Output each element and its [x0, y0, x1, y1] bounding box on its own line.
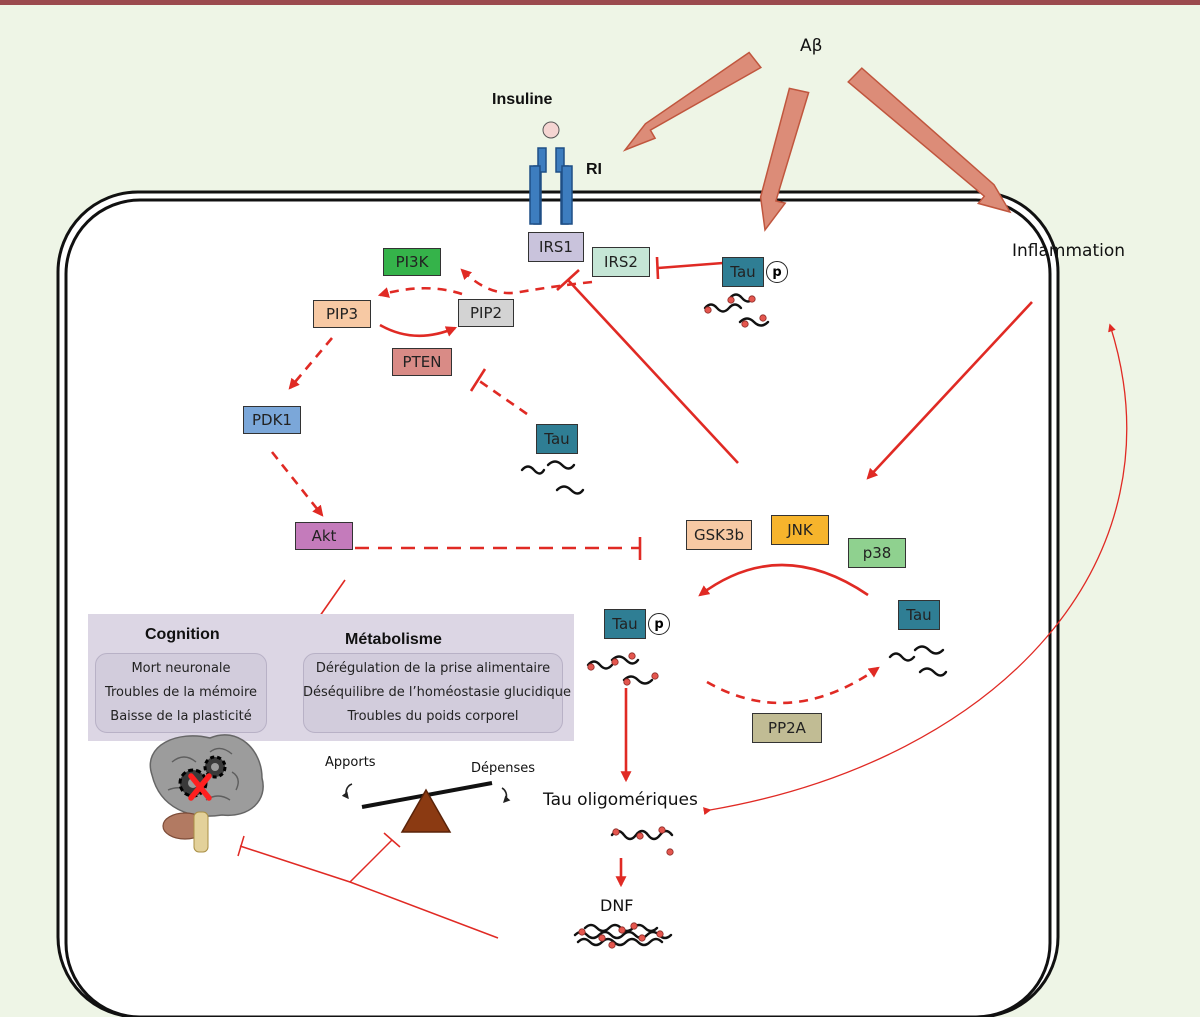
cognition-item: Mort neuronale — [131, 661, 231, 676]
tau-mid-node: Tau — [536, 424, 578, 454]
cognition-inhibition-bar — [237, 835, 245, 857]
phospho-circle-icon: p — [766, 261, 788, 283]
tau-strand — [622, 675, 654, 685]
tau-irs2-bar — [655, 256, 660, 280]
p38-node: p38 — [848, 538, 906, 568]
receptor-label: RI — [586, 161, 602, 178]
pten-node: PTEN — [392, 348, 452, 376]
abeta-to-tau-arrow — [759, 87, 810, 232]
abeta-to-receptor-arrow — [622, 51, 763, 152]
oligomers-inflammation-loop — [703, 323, 1128, 816]
inflammation-label: Inflammation — [1012, 241, 1126, 261]
cognition-title: Cognition — [145, 626, 220, 643]
dnf-strand — [573, 930, 673, 940]
pip2-node: PIP2 — [458, 299, 514, 327]
pdk1-to-akt-arrow — [270, 451, 324, 517]
pip2-to-pip3-arrow — [377, 286, 463, 298]
pdk1-node: PDK1 — [243, 406, 301, 434]
tau-strand — [546, 460, 576, 470]
jnk-node: JNK — [771, 515, 829, 545]
tau-oligomer-strand — [610, 829, 674, 841]
top-rule — [0, 0, 1200, 5]
tau-pten-bar — [469, 368, 487, 392]
tau-inhibits-irs2 — [657, 261, 724, 270]
pip3-node: PIP3 — [313, 300, 371, 328]
kinases-irs1-bar — [556, 269, 580, 291]
insulin-receptor — [529, 121, 573, 225]
tau-p-top-node: Tau — [722, 257, 764, 287]
insuline-label: Insuline — [492, 91, 553, 108]
tau-right-node: Tau — [898, 600, 940, 630]
abeta-arrows — [622, 51, 1012, 232]
metabolisme-title: Métabolisme — [345, 631, 442, 648]
akt-node: Akt — [295, 522, 353, 550]
metabolisme-list — [303, 653, 563, 733]
abeta-to-inflammation-arrow — [847, 67, 1012, 214]
pathway-arrows — [237, 256, 1128, 939]
pip3-to-pdk1-arrow — [288, 337, 333, 390]
balance-icon — [341, 781, 511, 833]
brain-icon — [149, 734, 264, 853]
pip3-to-pip2-arrow — [379, 323, 458, 338]
dnf-strand — [576, 937, 664, 947]
metabolisme-item: Dérégulation de la prise alimentaire — [315, 661, 551, 676]
depenses-label: Dépenses — [471, 761, 536, 776]
tau-p-left-node: Tau — [604, 609, 646, 639]
pi3k-node: PI3K — [383, 248, 441, 276]
tau-strand — [738, 317, 770, 327]
insulin-molecule — [542, 121, 560, 139]
phosphate-dots — [578, 295, 767, 949]
phospho-circle-icon: p — [648, 613, 670, 635]
metabolisme-item: Troubles du poids corporel — [347, 709, 519, 724]
tau-strand — [703, 303, 743, 313]
dnf-label: DNF — [600, 896, 634, 915]
irs1-node: IRS1 — [528, 232, 584, 262]
balance-inhibition-bar — [383, 832, 401, 848]
gsk3b-node: GSK3b — [686, 520, 752, 550]
pp2a-node: PP2A — [752, 713, 822, 743]
tau-strand — [913, 645, 945, 655]
red-cross-icon — [188, 773, 212, 801]
irs2-node: IRS2 — [592, 247, 650, 277]
metabolisme-item: Déséquilibre de l’homéostasie glucidique — [303, 685, 572, 700]
tau-strand — [610, 655, 640, 665]
abeta-label: Aβ — [800, 36, 823, 56]
dnf-inhibits-balance — [349, 839, 393, 883]
cognition-item: Troubles de la mémoire — [104, 685, 258, 700]
tau-strand — [888, 652, 916, 662]
tau-strand — [586, 660, 614, 670]
tau-strand — [520, 465, 546, 475]
irs-to-pi3k-arrow — [460, 268, 593, 295]
tau-strand — [555, 485, 585, 495]
tau-oligomeriques-label: Tau oligomériques — [543, 790, 698, 810]
tau-strand — [918, 667, 948, 677]
cognition-list — [95, 653, 267, 733]
tau-inhibits-pten — [477, 378, 528, 416]
cognition-item: Baisse de la plasticité — [110, 709, 252, 724]
apports-label: Apports — [325, 755, 376, 770]
